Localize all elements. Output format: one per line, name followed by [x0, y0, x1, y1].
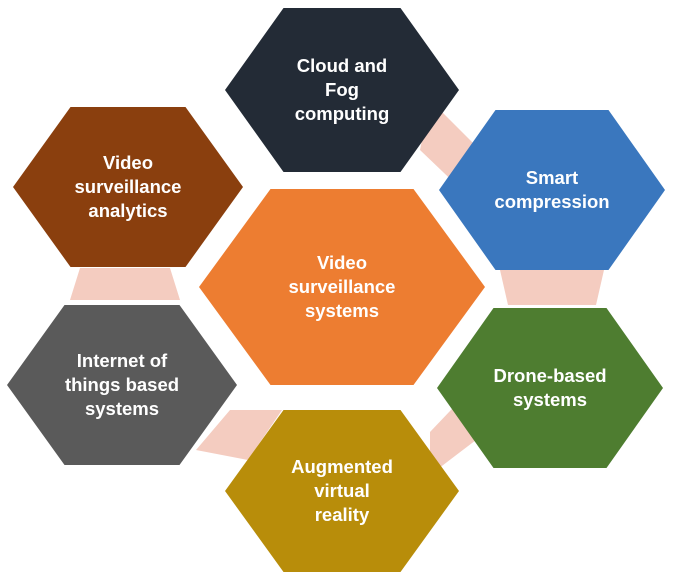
- hexagon-label-iot-based: things based: [65, 374, 179, 395]
- hexagon-label-cloud-fog: computing: [295, 103, 390, 124]
- connector-iot-analytics: [70, 268, 180, 300]
- hexagon-smart-compression: Smart compression: [439, 110, 665, 270]
- hexagon-label-center: systems: [305, 300, 379, 321]
- hexagon-shape-iot-based: [7, 305, 237, 465]
- hexagon-label-augmented-virtual-reality: virtual: [314, 480, 370, 501]
- hexagon-augmented-virtual-reality: Augmented virtual reality: [225, 410, 459, 572]
- hexagon-label-iot-based: Internet of: [77, 350, 168, 371]
- hexagon-label-augmented-virtual-reality: Augmented: [291, 456, 393, 477]
- hexagon-shape-video-analytics: [13, 107, 243, 267]
- hexagon-label-cloud-fog: Cloud and: [297, 55, 387, 76]
- hexagon-shape-drone-based: [437, 308, 663, 468]
- hexagon-label-drone-based: Drone-based: [493, 365, 606, 386]
- hexagon-label-video-analytics: Video: [103, 152, 153, 173]
- hexagon-shape-augmented-virtual-reality: [225, 410, 459, 572]
- hexagon-center: Video surveillance systems: [199, 189, 485, 385]
- hexagon-label-center: Video: [317, 252, 367, 273]
- hexagon-label-video-analytics: surveillance: [75, 176, 182, 197]
- hexagon-shape-smart-compression: [439, 110, 665, 270]
- connector-smart-drone: [500, 270, 604, 305]
- hexagon-label-drone-based: systems: [513, 389, 587, 410]
- hexagon-iot-based: Internet of things based systems: [7, 305, 237, 465]
- hexagon-shape-cloud-fog: [225, 8, 459, 172]
- hexagon-drone-based: Drone-based systems: [437, 308, 663, 468]
- hexagon-label-video-analytics: analytics: [88, 200, 167, 221]
- hexagon-label-smart-compression: Smart: [526, 167, 578, 188]
- hexagon-label-center: surveillance: [289, 276, 396, 297]
- connector-aug-iot: [196, 410, 282, 460]
- hexagon-label-iot-based: systems: [85, 398, 159, 419]
- hexagon-label-cloud-fog: Fog: [325, 79, 359, 100]
- hexagon-label-augmented-virtual-reality: reality: [315, 504, 370, 525]
- hexagon-label-smart-compression: compression: [494, 191, 609, 212]
- hexagon-video-analytics: Video surveillance analytics: [13, 107, 243, 267]
- hexagon-shape-center: [199, 189, 485, 385]
